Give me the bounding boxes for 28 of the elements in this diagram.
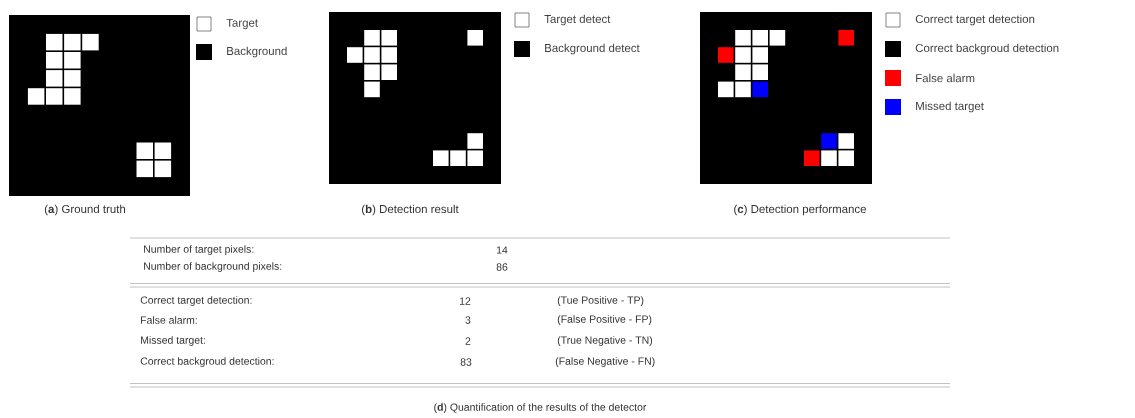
table-value: 12 bbox=[459, 297, 471, 305]
legend-label: Background bbox=[227, 46, 287, 58]
table-text: False alarm: bbox=[141, 316, 197, 324]
table-text: Correct target detection: bbox=[140, 296, 252, 306]
table-text: Number of target pixels: bbox=[144, 245, 254, 255]
figure-caption: (b) Detection result bbox=[362, 204, 459, 216]
table-text: (Tue Positive - TP) bbox=[557, 296, 644, 306]
table-text: Number of background pixels: bbox=[144, 262, 282, 272]
legend-label: Target bbox=[226, 18, 258, 30]
table-value: 14 bbox=[496, 246, 508, 254]
legend-label: Correct backgroud detection bbox=[915, 43, 1059, 55]
table-text: Missed target: bbox=[141, 336, 205, 346]
table-value: 3 bbox=[465, 316, 471, 324]
legend-label: Missed target bbox=[916, 101, 984, 113]
legend-label: Target detect bbox=[544, 14, 611, 26]
figure-caption: (d) Quantification of the results of the detector bbox=[434, 403, 647, 413]
table-value: 2 bbox=[465, 337, 471, 345]
table-value: 86 bbox=[496, 263, 508, 271]
legend-label: Background detect bbox=[545, 43, 640, 55]
table-text: Correct backgroud detection: bbox=[140, 357, 274, 367]
table-value: 83 bbox=[460, 358, 472, 366]
legend-label: False alarm bbox=[916, 73, 975, 83]
table-text: (True Negative - TN) bbox=[557, 336, 653, 346]
table-text: (False Negative - FN) bbox=[555, 357, 655, 367]
table-text: (False Positive - FP) bbox=[557, 315, 652, 325]
figure-caption: (a) Ground truth bbox=[44, 204, 126, 216]
figure-caption: (c) Detection performance bbox=[734, 204, 866, 216]
legend-label: Correct target detection bbox=[915, 14, 1035, 26]
